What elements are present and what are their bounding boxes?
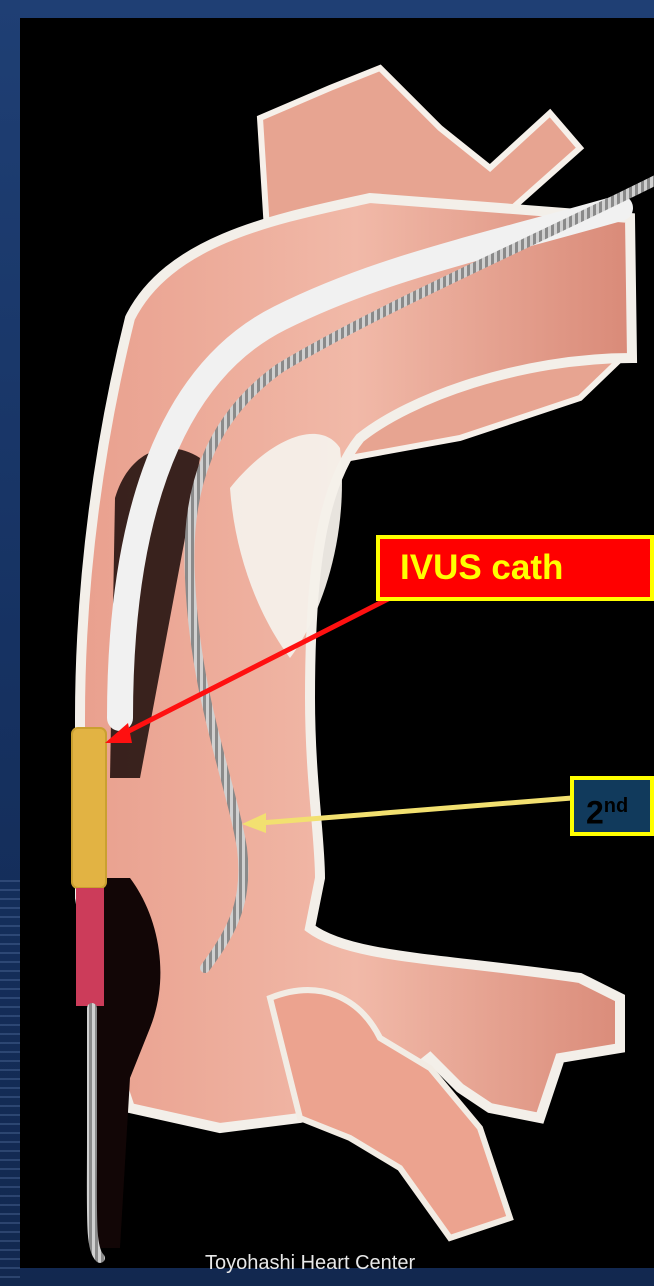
second-wire-number: 2 [586, 795, 604, 831]
ivus-cath-label: IVUS cath [400, 548, 563, 587]
background-stripes [0, 880, 20, 1280]
ivus-transducer-yellow [72, 728, 106, 888]
ivus-catheter-red [76, 888, 104, 1006]
ivus-cath-callout: IVUS cath [376, 535, 654, 601]
second-wire-callout: 2nd [570, 776, 654, 836]
vessel-illustration [20, 18, 654, 1268]
credit-caption: Toyohashi Heart Center [0, 1252, 654, 1275]
main-vessel [80, 198, 632, 1128]
second-wire-superscript: nd [604, 795, 628, 817]
